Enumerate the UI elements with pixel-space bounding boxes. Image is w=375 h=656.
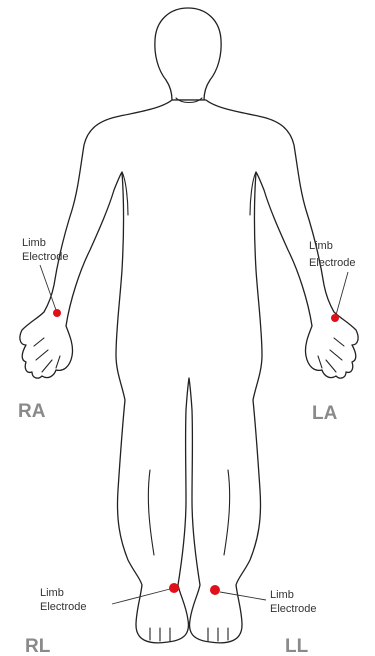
la-electrode-label-line1: Limb: [309, 240, 333, 252]
ll-electrode-dot: [210, 585, 220, 595]
human-body-outline: [20, 8, 358, 643]
ra-electrode-label-line2: Electrode: [22, 251, 68, 263]
ra-electrode-dot: [53, 309, 61, 317]
la-leader-line: [336, 272, 348, 315]
rl-electrode-label-line2: Electrode: [40, 601, 86, 613]
ra-electrode-label-line1: Limb: [22, 237, 46, 249]
ll-electrode-label-line1: Limb: [270, 589, 294, 601]
torso-arms-outline: [20, 100, 358, 643]
head-icon: [155, 8, 221, 100]
la-lead-label: LA: [312, 403, 338, 424]
rl-electrode-dot: [169, 583, 179, 593]
rl-lead-label: RL: [25, 636, 51, 656]
ra-lead-label: RA: [18, 401, 46, 422]
la-electrode-dot: [331, 314, 339, 322]
la-electrode-label-line2: Electrode: [309, 257, 355, 269]
rl-electrode-label-line1: Limb: [40, 587, 64, 599]
ll-electrode-label-line2: Electrode: [270, 603, 316, 615]
ll-lead-label: LL: [285, 636, 309, 656]
